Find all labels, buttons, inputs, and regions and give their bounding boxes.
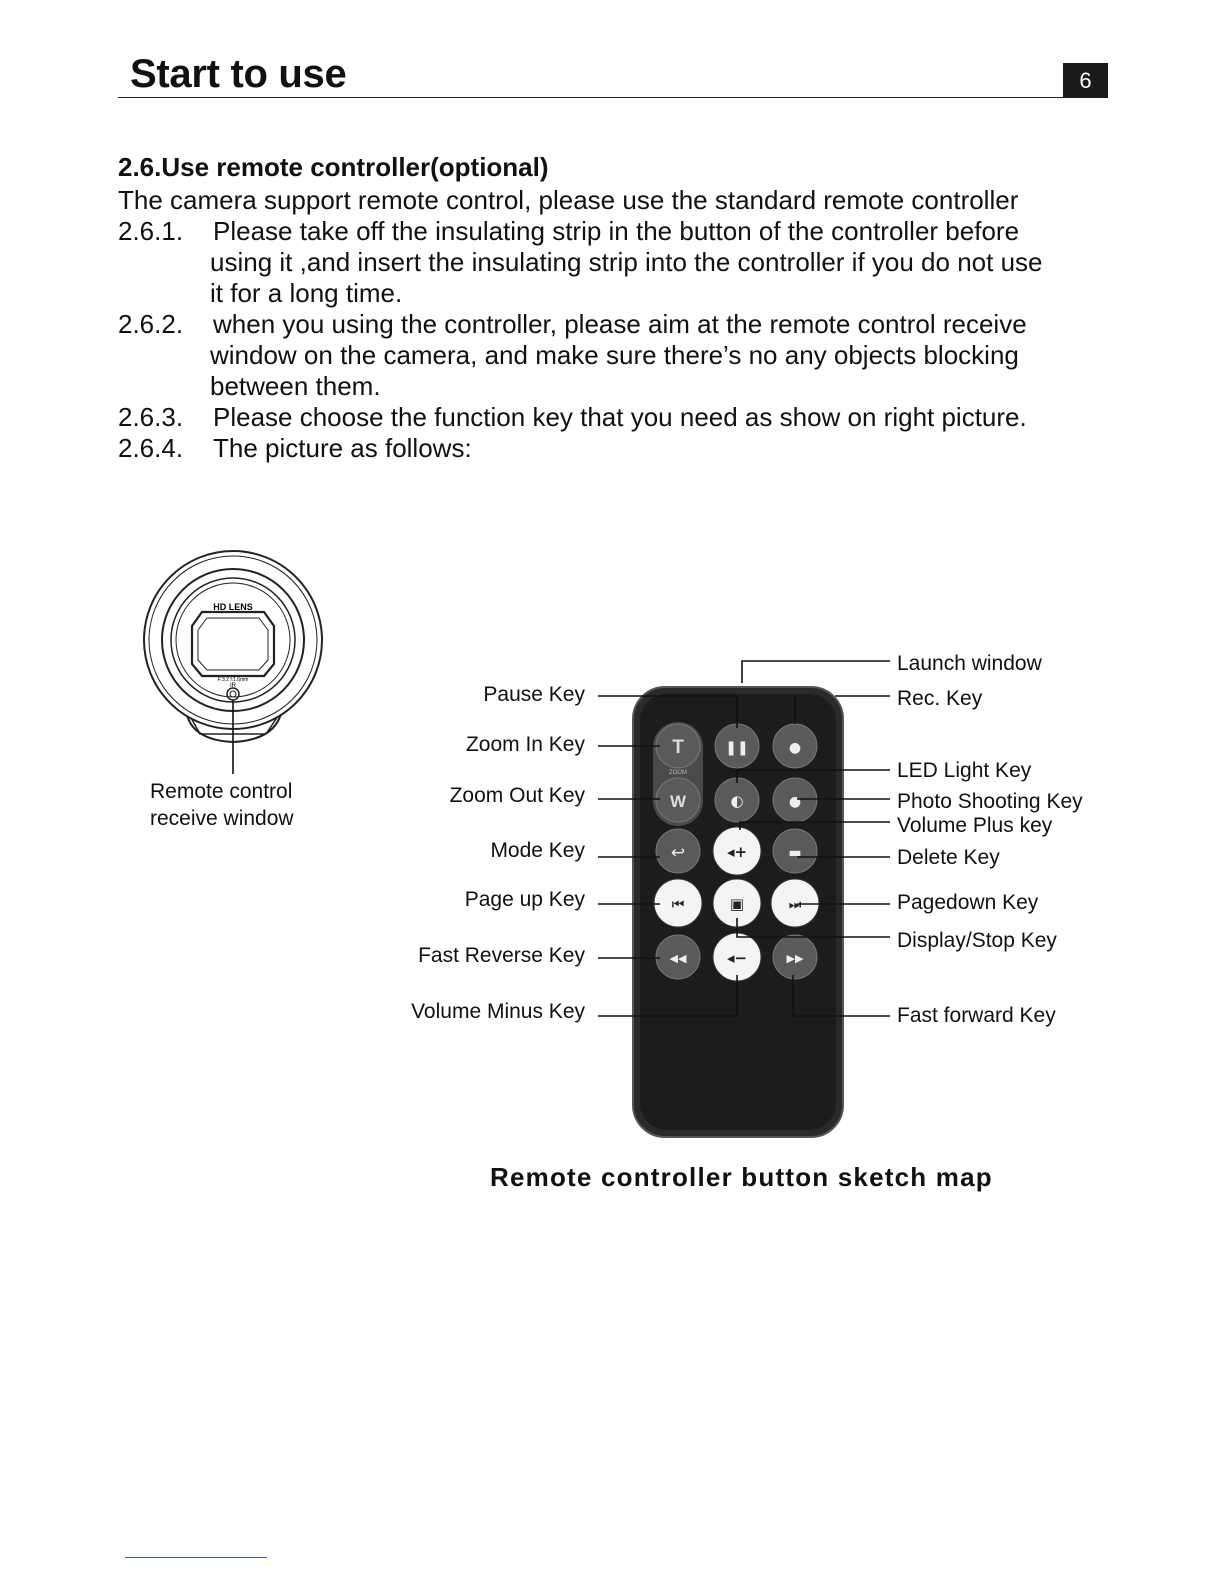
- skip-forward-icon: ⏭: [789, 897, 802, 913]
- led-light-button[interactable]: ◐: [714, 777, 760, 823]
- label-led-light-key: LED Light Key: [897, 759, 1032, 782]
- lens-spec-text: F:3.2 f:1.6mm: [218, 677, 249, 683]
- step-line: when you using the controller, please ai…: [213, 309, 1027, 339]
- label-fast-forward-key: Fast forward Key: [897, 1004, 1056, 1027]
- rec-icon: ●: [789, 740, 801, 756]
- label-fast-reverse-key: Fast Reverse Key: [418, 944, 585, 967]
- label-launch-window: Launch window: [897, 652, 1042, 675]
- step-line: The picture as follows:: [213, 433, 472, 463]
- label-display-stop-key: Display/Stop Key: [897, 929, 1057, 952]
- rec-button[interactable]: ●: [772, 723, 818, 769]
- mode-icon: ↩: [671, 843, 685, 863]
- label-rec-key: Rec. Key: [897, 687, 983, 710]
- zoom-in-glyph: T: [672, 737, 684, 758]
- camera-icon: ●: [789, 794, 801, 810]
- step-line: Please choose the function key that you …: [213, 402, 1027, 432]
- lens-text: HD LENS: [213, 602, 253, 612]
- camera-illustration: [143, 550, 323, 744]
- ir-text: IR: [230, 683, 237, 689]
- label-zoom-in-key: Zoom In Key: [465, 733, 585, 756]
- zoom-text: ZOOM: [669, 770, 687, 776]
- pause-button[interactable]: ❚❚: [714, 723, 760, 769]
- label-mode-key: Mode Key: [490, 839, 585, 862]
- label-pause-key: Pause Key: [483, 683, 585, 706]
- trash-icon: ▬: [788, 845, 801, 861]
- step-line: Please take off the insulating strip in …: [213, 216, 1020, 246]
- label-volume-plus-key: Volume Plus key: [897, 814, 1053, 837]
- header-divider: [118, 97, 1108, 98]
- step-line: using it ,and insert the insulating stri…: [210, 247, 1043, 277]
- display-stop-button[interactable]: ▣: [712, 878, 762, 928]
- step-line: it for a long time.: [210, 278, 403, 308]
- volume-plus-icon: ◂+: [727, 843, 747, 861]
- label-zoom-out-key: Zoom Out Key: [449, 784, 585, 807]
- volume-plus-button[interactable]: ◂+: [712, 826, 762, 876]
- section-intro: The camera support remote control, pleas…: [118, 185, 1019, 215]
- step-number: 2.6.3.: [118, 402, 184, 432]
- remote-receive-label-line2: receive window: [150, 807, 294, 830]
- label-volume-minus-key: Volume Minus Key: [411, 1000, 585, 1023]
- label-page-up-key: Page up Key: [464, 888, 585, 911]
- led-icon: ◐: [730, 792, 743, 810]
- volume-minus-icon: ◂−: [727, 949, 747, 967]
- rewind-icon: ◀◀: [670, 952, 687, 965]
- step-line: between them.: [210, 371, 381, 401]
- zoom-out-button[interactable]: W: [655, 777, 701, 823]
- display-stop-icon: ▣: [730, 895, 744, 913]
- page-down-button[interactable]: ⏭: [770, 878, 820, 928]
- step-number: 2.6.2.: [118, 309, 184, 339]
- pause-icon: ❚❚: [725, 740, 748, 756]
- mode-button[interactable]: ↩: [655, 828, 701, 874]
- step-number: 2.6.4.: [118, 433, 184, 463]
- skip-back-icon: ⏮: [672, 897, 685, 913]
- label-delete-key: Delete Key: [897, 846, 1000, 869]
- zoom-out-glyph: W: [670, 792, 687, 811]
- section-title: 2.6.Use remote controller(optional): [118, 152, 549, 182]
- label-pagedown-key: Pagedown Key: [897, 891, 1039, 914]
- remote-receive-label-line1: Remote control: [150, 780, 293, 803]
- delete-button[interactable]: ▬: [772, 828, 818, 874]
- step-line: window on the camera, and make sure ther…: [210, 340, 1019, 370]
- volume-minus-button[interactable]: ◂−: [712, 932, 762, 982]
- figure-caption: Remote controller button sketch map: [490, 1162, 993, 1192]
- fast-reverse-button[interactable]: ◀◀: [655, 934, 701, 980]
- zoom-in-button[interactable]: T: [655, 723, 701, 769]
- step-number: 2.6.1.: [118, 216, 184, 246]
- page-number-badge: 6: [1063, 63, 1108, 98]
- page-up-button[interactable]: ⏮: [653, 878, 703, 928]
- fast-forward-icon: ▶▶: [787, 952, 804, 965]
- photo-shooting-button[interactable]: ●: [772, 777, 818, 823]
- footer-underline: [125, 1557, 267, 1558]
- fast-forward-button[interactable]: ▶▶: [772, 934, 818, 980]
- callout-lines: [598, 660, 890, 1017]
- page-title: Start to use: [130, 52, 347, 96]
- label-photo-shooting-key: Photo Shooting Key: [897, 790, 1083, 813]
